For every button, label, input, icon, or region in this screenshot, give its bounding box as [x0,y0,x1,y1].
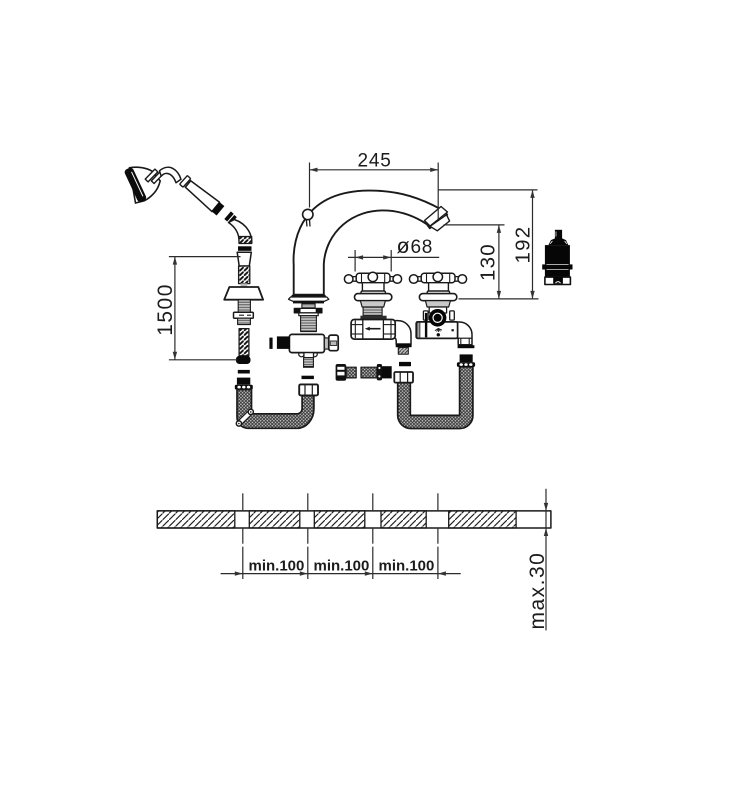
svg-text:min.100: min.100 [379,557,435,574]
svg-text:245: 245 [358,150,392,171]
svg-text:130: 130 [476,243,499,281]
svg-text:min.100: min.100 [314,557,370,574]
svg-text:1500: 1500 [154,283,177,336]
svg-text:max.30: max.30 [526,552,549,630]
svg-text:192: 192 [511,226,534,264]
svg-text:ø68: ø68 [397,234,434,258]
svg-text:min.100: min.100 [249,557,305,574]
